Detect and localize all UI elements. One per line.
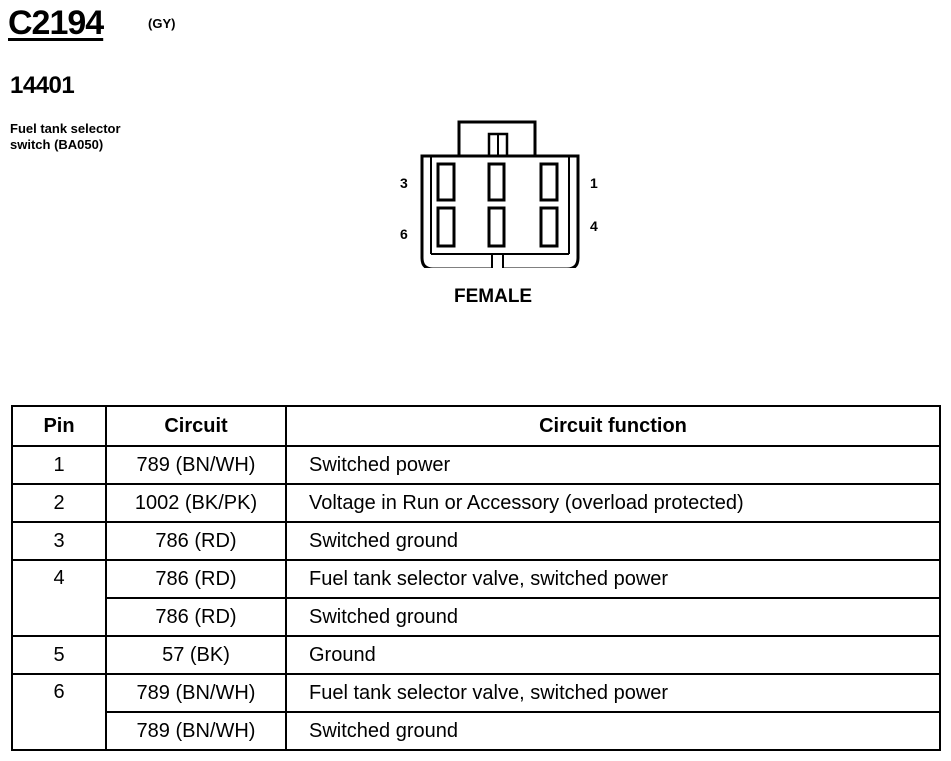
table-row: 5 57 (BK) Ground (11, 635, 941, 675)
circuit-cell: 1002 (BK/PK) (105, 483, 287, 523)
table-row: 1 789 (BN/WH) Switched power (11, 445, 941, 485)
circuit-cell: 789 (BN/WH) (105, 445, 287, 485)
function-cell: Fuel tank selector valve, switched power (285, 559, 941, 599)
pin-cavity-6 (436, 206, 456, 248)
pin-label-top-left: 3 (400, 175, 408, 191)
pin-cavity-4 (539, 206, 559, 248)
description-line-2: switch (BA050) (10, 137, 104, 152)
function-cell: Switched ground (285, 521, 941, 561)
function-cell: Ground (285, 635, 941, 675)
connector-face-diagram: 3 1 6 4 (396, 118, 616, 271)
connector-color-code: (GY) (148, 16, 176, 31)
function-cell: Switched power (285, 445, 941, 485)
pin-cavity-1 (539, 162, 559, 202)
circuit-cell: 786 (RD) (105, 521, 287, 561)
pin-cell: 6 (11, 673, 107, 751)
table-row: 2 1002 (BK/PK) Voltage in Run or Accesso… (11, 483, 941, 523)
table-row: 6 789 (BN/WH) Fuel tank selector valve, … (11, 673, 941, 751)
description-line-1: Fuel tank selector (10, 121, 121, 136)
pin-cavity-2 (487, 162, 506, 202)
table-row: 789 (BN/WH) Switched ground (12, 711, 941, 751)
pin-cell: 4 (11, 559, 107, 637)
circuit-cell: 786 (RD) (105, 559, 287, 599)
component-description: Fuel tank selector switch (BA050) (10, 121, 180, 153)
connector-id: C2194 (8, 4, 104, 42)
pin-cavity-3 (436, 162, 456, 202)
table-row: 3 786 (RD) Switched ground (11, 521, 941, 561)
connector-face-svg: 3 1 6 4 (400, 120, 598, 271)
polarizing-key (491, 253, 504, 270)
function-cell: Switched ground (285, 711, 941, 751)
function-cell: Voltage in Run or Accessory (overload pr… (285, 483, 941, 523)
pin-label-bottom-right: 4 (590, 218, 598, 234)
pin-label-top-right: 1 (590, 175, 598, 191)
pin-cell: 5 (11, 635, 107, 675)
circuit-cell: 786 (RD) (105, 597, 287, 637)
circuit-cell: 789 (BN/WH) (105, 711, 287, 751)
header-circuit: Circuit (105, 405, 287, 447)
circuit-cell: 789 (BN/WH) (105, 673, 287, 713)
circuit-cell: 57 (BK) (105, 635, 287, 675)
pin-cavity-5 (487, 206, 506, 248)
function-cell: Fuel tank selector valve, switched power (285, 673, 941, 713)
connector-gender-label: FEMALE (454, 286, 533, 307)
part-number: 14401 (10, 72, 75, 99)
function-cell: Switched ground (285, 597, 941, 637)
pinout-table: Pin Circuit Circuit function 1 789 (BN/W… (11, 405, 941, 751)
pin-cell: 1 (11, 445, 107, 485)
pin-cell: 2 (11, 483, 107, 523)
pin-label-bottom-left: 6 (400, 226, 408, 242)
table-row: 786 (RD) Switched ground (12, 597, 941, 637)
table-header-row: Pin Circuit Circuit function (11, 405, 941, 447)
header-pin: Pin (11, 405, 107, 447)
header-circuit-function: Circuit function (285, 405, 941, 447)
table-row: 4 786 (RD) Fuel tank selector valve, swi… (11, 559, 941, 637)
pin-cell: 3 (11, 521, 107, 561)
